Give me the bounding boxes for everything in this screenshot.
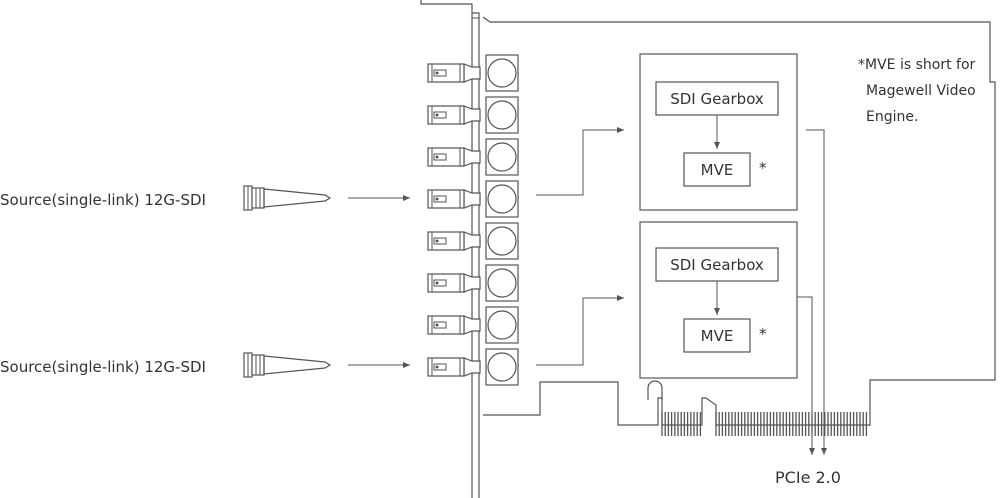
bnc-port-icon <box>427 54 519 92</box>
pcie-label: PCIe 2.0 <box>775 468 841 487</box>
note-line-2: Magewell Video <box>866 83 976 99</box>
route-arrow-1 <box>536 127 624 196</box>
gearbox-box-2 <box>655 247 779 282</box>
note-line-1: *MVE is short for <box>858 57 976 73</box>
output-arrow-1 <box>806 129 827 455</box>
bnc-cable-icon <box>243 352 332 378</box>
bnc-port-icon <box>427 306 519 344</box>
mve-label-1: MVE <box>701 161 734 179</box>
source-label-1: Source(single-link) 12G-SDI <box>0 191 206 209</box>
output-arrow-2 <box>797 296 815 455</box>
source-label-2: Source(single-link) 12G-SDI <box>0 358 206 376</box>
note-line-3: Engine. <box>866 109 918 125</box>
bnc-port-icon <box>427 348 519 386</box>
bnc-port-column <box>427 54 519 386</box>
mve-footnote: *MVE is short for Magewell Video Engine. <box>858 57 976 125</box>
engine-block-2: SDI Gearbox MVE * <box>639 221 798 379</box>
gearbox-label-2: SDI Gearbox <box>670 256 764 274</box>
bnc-port-icon <box>427 138 519 176</box>
mve-label-2: MVE <box>701 327 734 345</box>
mve-asterisk-2: * <box>759 325 767 343</box>
bnc-port-icon <box>427 96 519 134</box>
pcie-edge-connector <box>661 412 868 436</box>
mve-asterisk-1: * <box>759 159 767 177</box>
mve-box-2 <box>683 318 751 353</box>
bnc-port-icon <box>427 222 519 260</box>
bnc-cable-icon <box>243 185 332 211</box>
bnc-port-icon <box>427 180 519 218</box>
gearbox-label-1: SDI Gearbox <box>670 90 764 108</box>
pcb-notch <box>647 380 663 400</box>
pcb-board <box>482 16 996 426</box>
pci-bracket <box>420 0 480 498</box>
engine-block-1: SDI Gearbox MVE * <box>639 53 798 211</box>
mve-box-1 <box>683 152 751 187</box>
bnc-port-icon <box>427 264 519 302</box>
route-arrow-2 <box>536 295 624 366</box>
